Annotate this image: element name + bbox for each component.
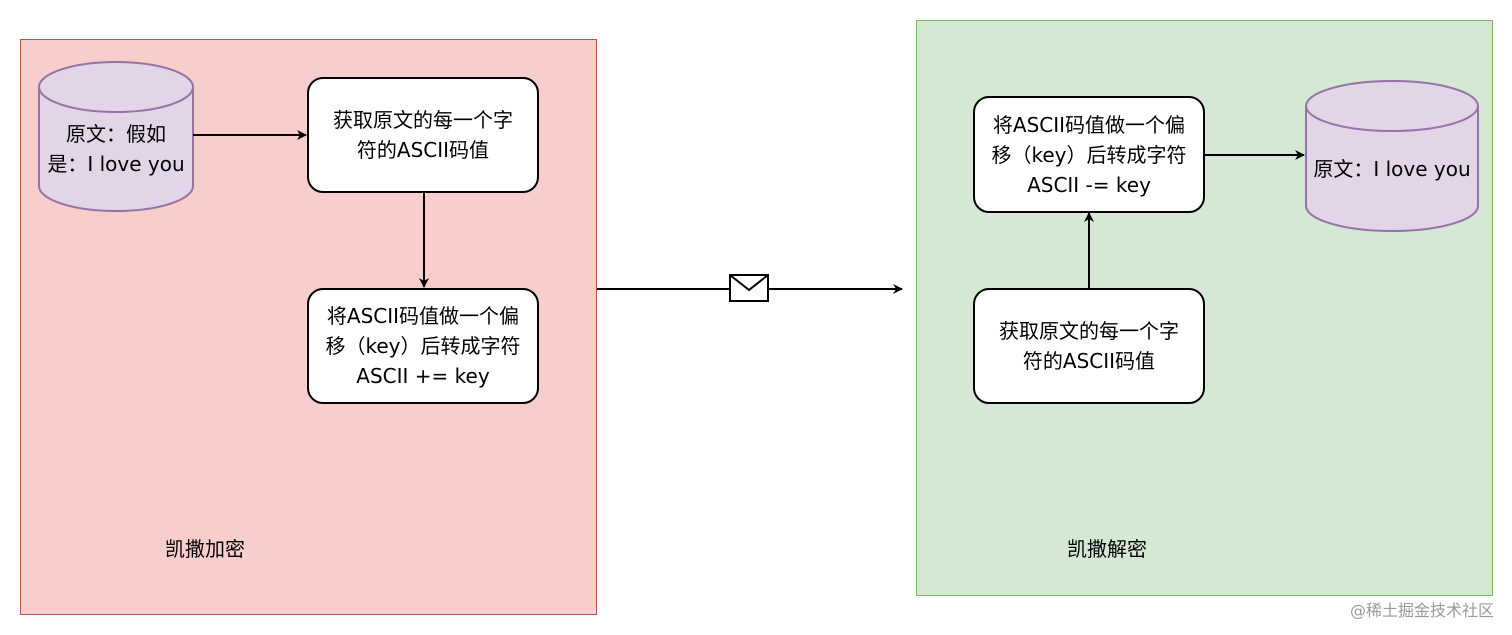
- encrypt-step-get-ascii-text: 获取原文的每一个字 符的ASCII码值: [333, 108, 513, 162]
- decrypt-step-offset-text: 将ASCII码值做一个偏 移（key）后转成字符 ASCII -= key: [991, 112, 1187, 197]
- envelope-icon: [729, 274, 769, 302]
- result-database-icon: [1305, 80, 1479, 232]
- decrypt-panel-label: 凯撒解密: [1067, 537, 1147, 561]
- decrypt-step-get-ascii-text: 获取原文的每一个字 符的ASCII码值: [999, 319, 1179, 373]
- decrypt-step-offset: 将ASCII码值做一个偏 移（key）后转成字符 ASCII -= key: [973, 96, 1205, 213]
- encrypt-step-offset: 将ASCII码值做一个偏 移（key）后转成字符 ASCII += key: [307, 288, 539, 404]
- encrypt-step-offset-text: 将ASCII码值做一个偏 移（key）后转成字符 ASCII += key: [325, 304, 521, 388]
- source-database-text: 原文：假如 是：I love you: [47, 122, 185, 176]
- result-database-text: 原文：I love you: [1313, 156, 1471, 181]
- encrypt-step-get-ascii: 获取原文的每一个字 符的ASCII码值: [307, 77, 539, 193]
- watermark: @稀土掘金技术社区: [1349, 601, 1494, 620]
- source-database-icon: [38, 61, 194, 212]
- encrypt-panel-label: 凯撒加密: [165, 537, 245, 561]
- decrypt-step-get-ascii: 获取原文的每一个字 符的ASCII码值: [973, 288, 1205, 404]
